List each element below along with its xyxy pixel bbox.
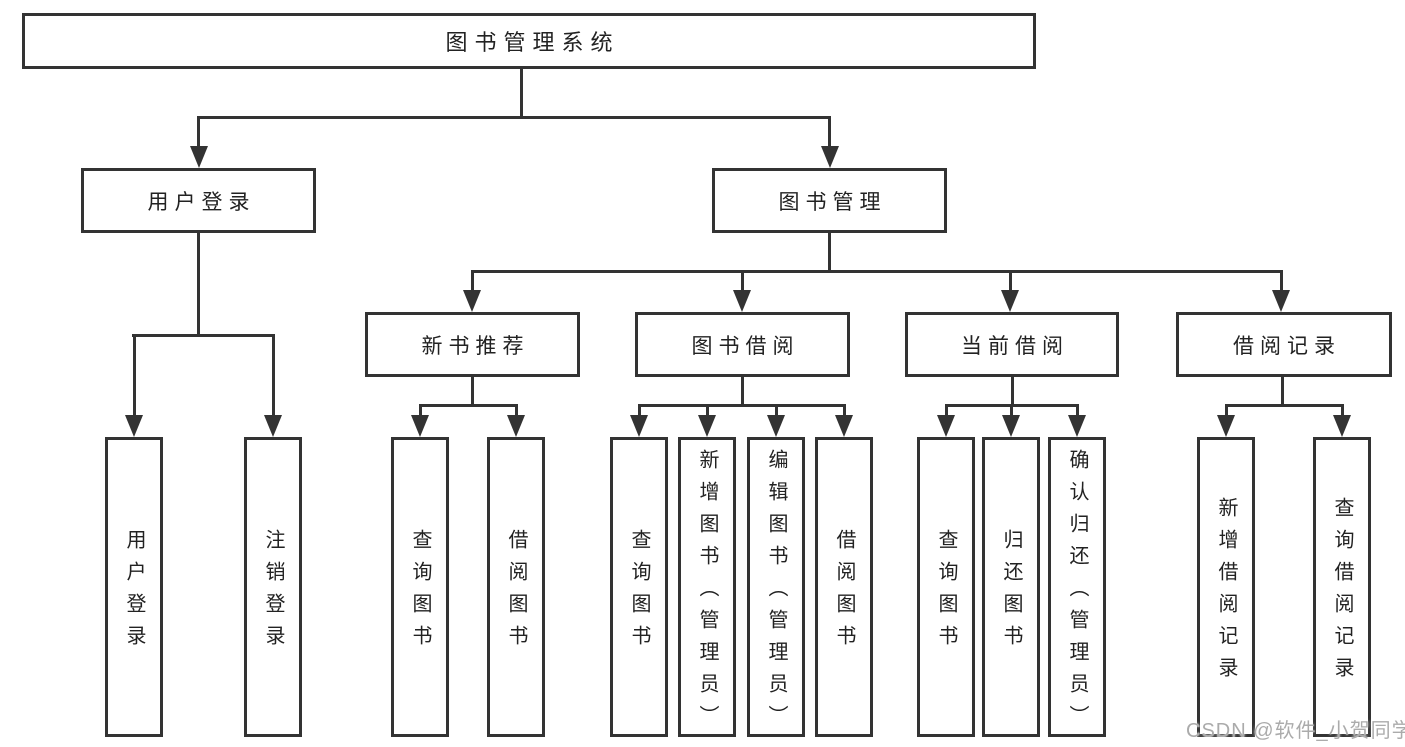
leaf-add-borrow-record: 新增借阅记录 [1197, 437, 1255, 737]
node-label: 借阅记录 [1233, 334, 1341, 358]
connector-stem [774, 404, 778, 417]
arrowhead-down-icon [1333, 415, 1351, 437]
node-label: 查询图书 [409, 529, 431, 657]
connector-stem [1279, 270, 1283, 292]
leaf-return-book: 归还图书 [982, 437, 1040, 737]
connector-stem [637, 404, 641, 417]
node-current-borrowing: 当前借阅 [905, 312, 1119, 377]
arrowhead-down-icon [1068, 415, 1086, 437]
connector-stem [828, 116, 831, 148]
connector-stem [197, 230, 200, 336]
leaf-borrow-books: 借阅图书 [815, 437, 873, 737]
node-library-system: 图书管理系统 [22, 13, 1036, 69]
connector-stem [944, 404, 948, 417]
connector-stem [418, 404, 422, 417]
arrowhead-down-icon [835, 415, 853, 437]
node-label: 用户登录 [123, 529, 145, 657]
node-label: 查询借阅记录 [1331, 497, 1353, 689]
connector-stem [1340, 404, 1344, 417]
leaf-query-books-current: 查询图书 [917, 437, 975, 737]
arrowhead-down-icon [411, 415, 429, 437]
node-user-login: 用户登录 [81, 168, 316, 233]
connector-stem [1280, 374, 1284, 407]
leaf-confirm-return-admin: 确认归还（管理员） [1048, 437, 1106, 737]
connector-stem [514, 404, 518, 417]
node-label: 图书管理系统 [445, 30, 620, 55]
arrowhead-down-icon [125, 415, 143, 437]
leaf-edit-book-admin: 编辑图书（管理员） [747, 437, 805, 737]
connector-stem [1010, 374, 1014, 407]
arrowhead-down-icon [937, 415, 955, 437]
node-label: 用户登录 [147, 190, 256, 214]
connector-bar [470, 270, 1283, 273]
node-borrowing-records: 借阅记录 [1176, 312, 1392, 377]
connector-bar [1224, 404, 1344, 407]
connector-bar [197, 116, 831, 119]
connector-stem [828, 230, 831, 272]
connector-stem [519, 66, 523, 118]
node-label: 查询图书 [935, 529, 957, 657]
connector-stem [1009, 404, 1013, 417]
node-label: 归还图书 [1000, 529, 1022, 657]
connector-stem [470, 270, 474, 292]
leaf-query-borrow-record: 查询借阅记录 [1313, 437, 1371, 737]
connector-stem [1008, 270, 1012, 292]
connector-stem [740, 374, 744, 407]
node-label: 新书推荐 [421, 334, 530, 358]
arrowhead-down-icon [463, 290, 481, 312]
node-label: 图书管理 [778, 190, 887, 214]
leaf-logout: 注销登录 [244, 437, 302, 737]
node-label: 确认归还（管理员） [1066, 449, 1088, 737]
node-label: 新增借阅记录 [1215, 497, 1237, 689]
node-label: 注销登录 [262, 529, 284, 657]
arrowhead-down-icon [767, 415, 785, 437]
connector-stem [705, 404, 709, 417]
node-new-book-recommend: 新书推荐 [365, 312, 580, 377]
arrowhead-down-icon [1002, 415, 1020, 437]
node-label: 当前借阅 [961, 334, 1069, 358]
connector-stem [1224, 404, 1228, 417]
arrowhead-down-icon [507, 415, 525, 437]
leaf-add-book-admin: 新增图书（管理员） [678, 437, 736, 737]
connector-stem [1075, 404, 1079, 417]
connector-bar [418, 404, 518, 407]
connector-stem [740, 270, 744, 292]
node-label: 新增图书（管理员） [696, 449, 718, 737]
connector-stem [842, 404, 846, 417]
leaf-query-books-borrowing: 查询图书 [610, 437, 668, 737]
arrowhead-down-icon [733, 290, 751, 312]
node-label: 借阅图书 [833, 529, 855, 657]
arrowhead-down-icon [820, 146, 839, 168]
arrowhead-down-icon [1217, 415, 1235, 437]
node-label: 编辑图书（管理员） [765, 449, 787, 737]
connector-stem [132, 334, 136, 417]
connector-bar [637, 404, 846, 407]
connector-stem [470, 374, 474, 407]
node-label: 查询图书 [628, 529, 650, 657]
node-book-borrowing: 图书借阅 [635, 312, 850, 377]
leaf-query-books-recommend: 查询图书 [391, 437, 449, 737]
leaf-borrow-books-recommend: 借阅图书 [487, 437, 545, 737]
arrowhead-down-icon [630, 415, 648, 437]
leaf-user-login: 用户登录 [105, 437, 163, 737]
csdn-watermark: CSDN @软件_小贺同学 [1186, 720, 1405, 742]
node-book-management: 图书管理 [712, 168, 947, 233]
arrowhead-down-icon [1001, 290, 1019, 312]
arrowhead-down-icon [264, 415, 282, 437]
connector-stem [197, 116, 200, 148]
arrowhead-down-icon [1272, 290, 1290, 312]
node-label: 借阅图书 [505, 529, 527, 657]
arrowhead-down-icon [698, 415, 716, 437]
arrowhead-down-icon [189, 146, 208, 168]
connector-bar [132, 334, 275, 337]
node-label: 图书借阅 [691, 334, 800, 358]
connector-stem [271, 334, 275, 417]
